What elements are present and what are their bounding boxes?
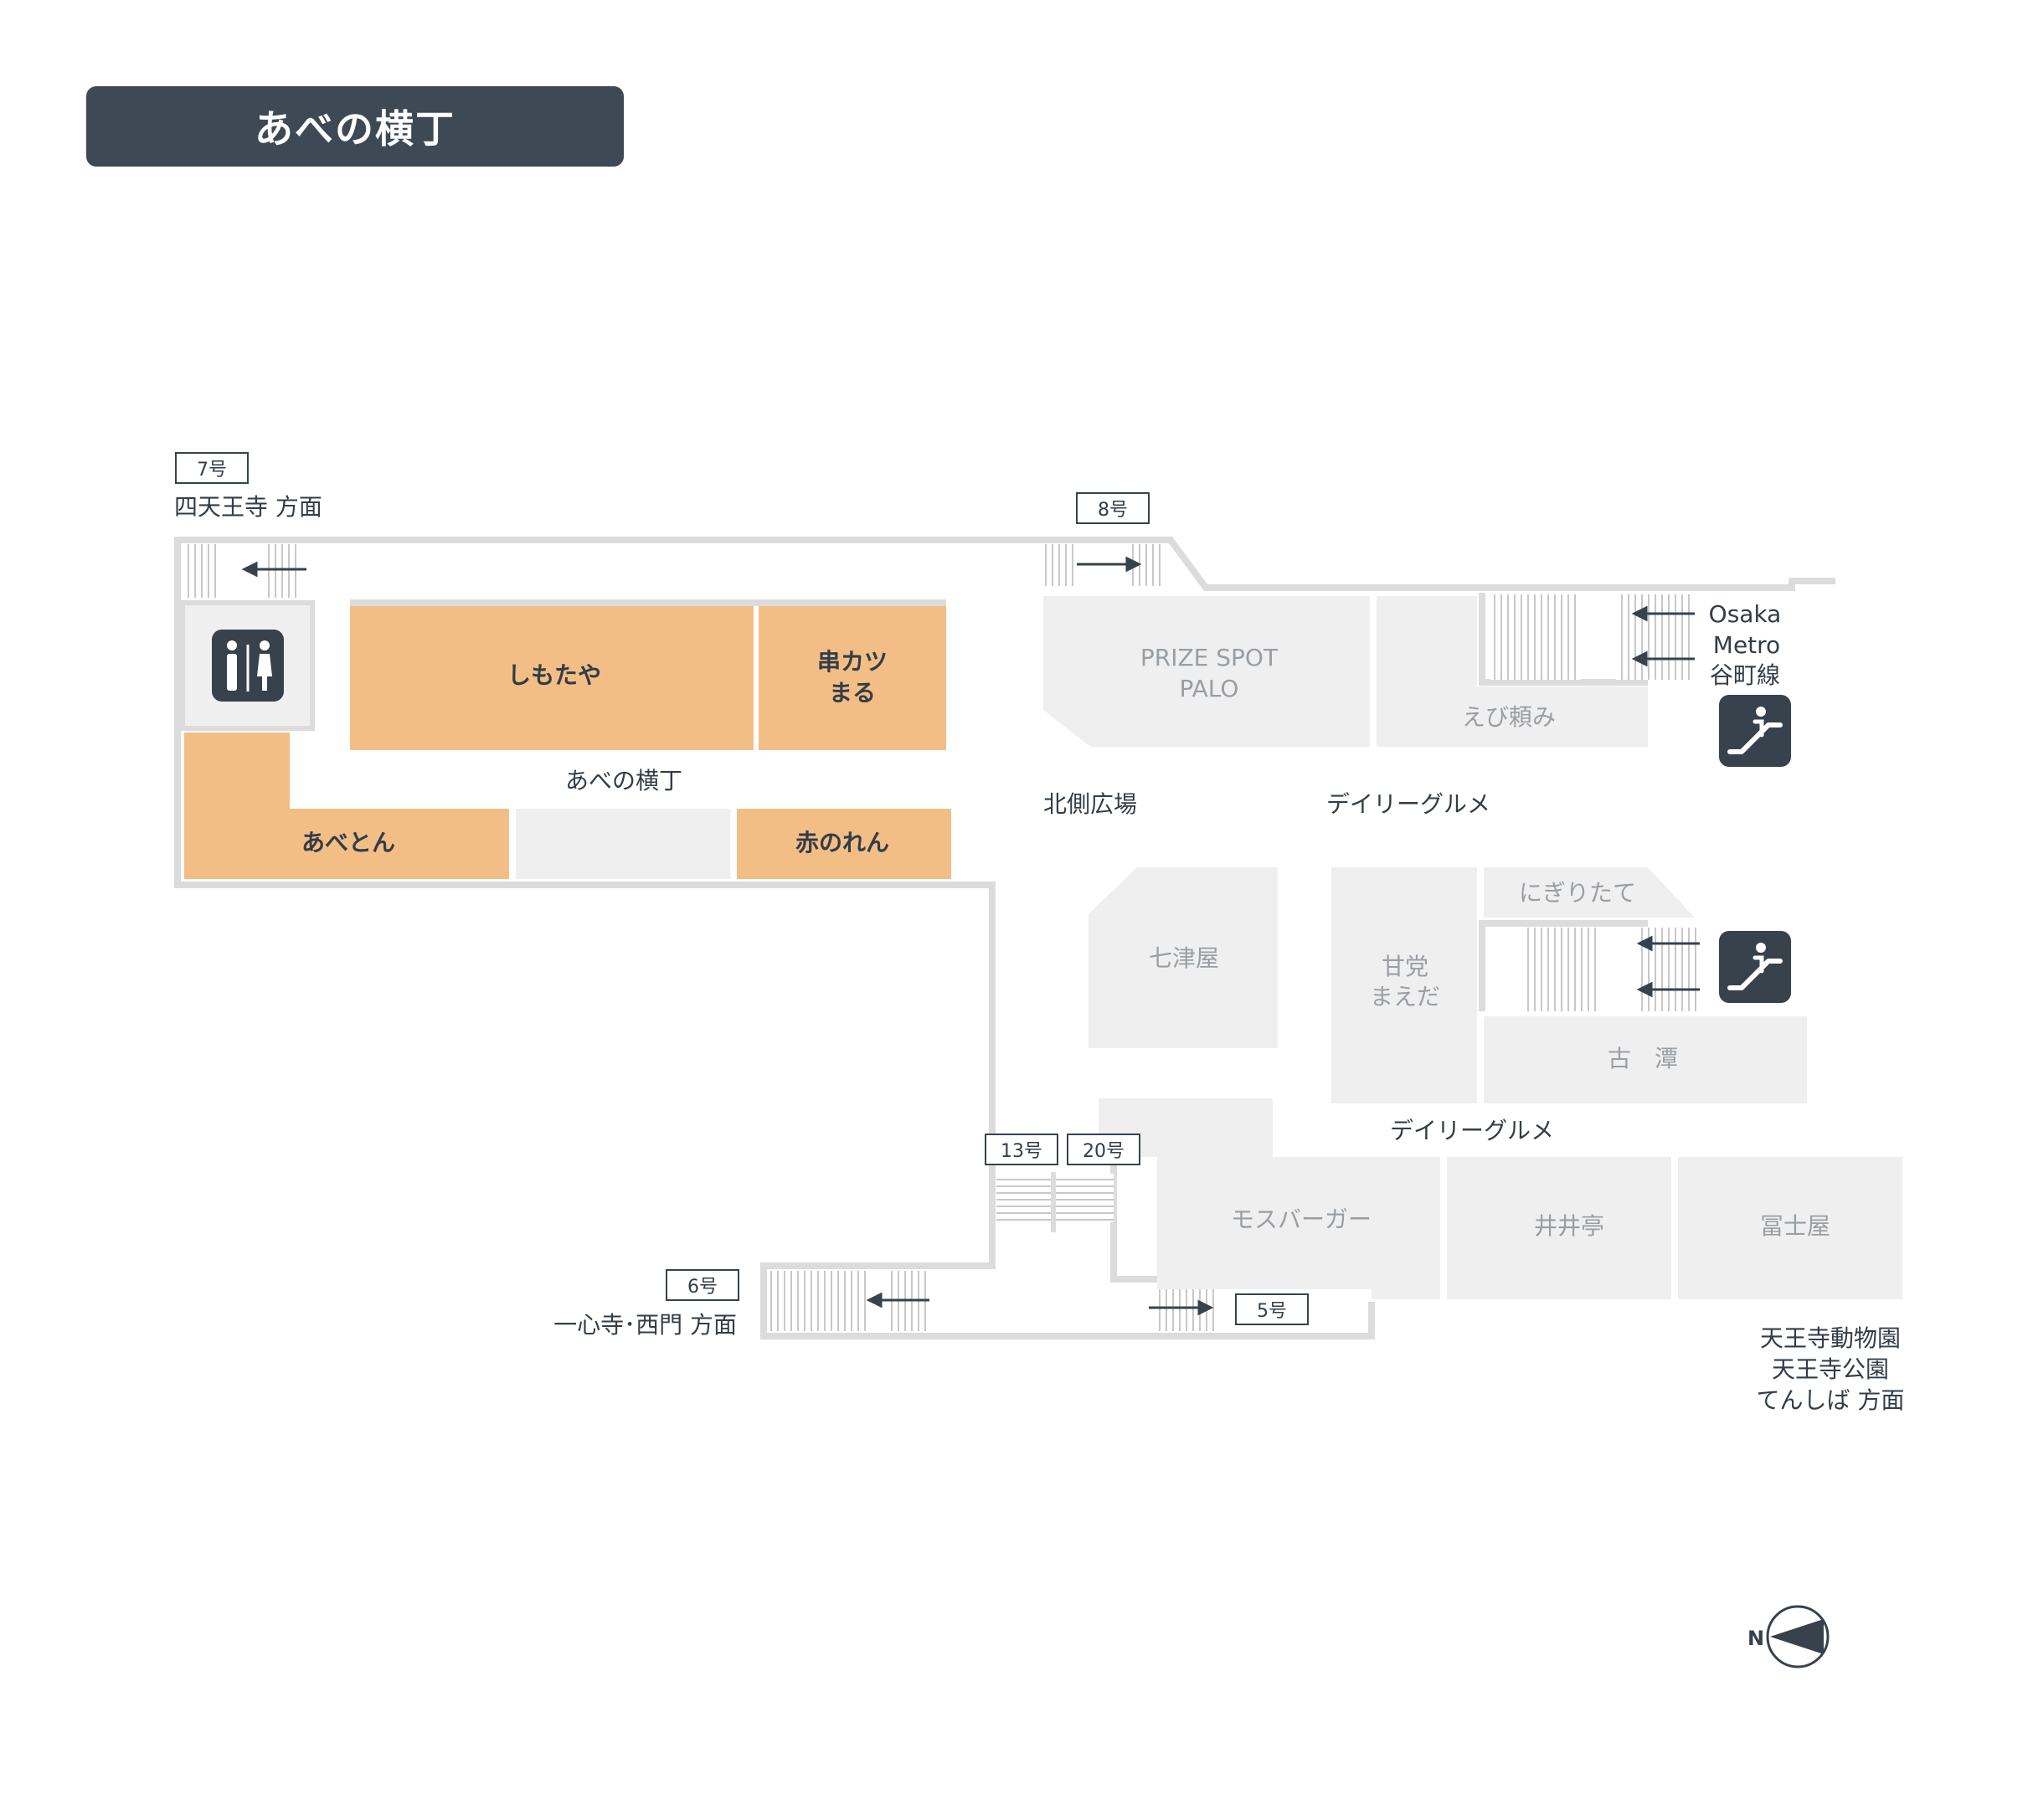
area-label-daily-2: デイリーグルメ — [1390, 1117, 1554, 1144]
store-kotan — [1484, 1016, 1807, 1103]
store-abeton — [184, 733, 509, 879]
store-label-prize-1: PRIZE SPOT — [1140, 644, 1279, 671]
store-mos — [1099, 1098, 1440, 1299]
arrow-right-5 — [1149, 1299, 1214, 1316]
store-label-mos: モスバーガー — [1231, 1206, 1372, 1233]
store-nigiri — [1484, 867, 1695, 918]
metro-label-2: Metro — [1713, 631, 1780, 659]
store-label-nanatsu: 七津屋 — [1149, 944, 1219, 972]
arrow-left-metro-1 — [1631, 605, 1695, 622]
page-title: あべの横丁 — [255, 106, 455, 152]
store-empty-unit — [516, 809, 730, 879]
store-label-amato-2: まえだ — [1370, 983, 1440, 1010]
header-banner: あべの横丁 — [86, 86, 624, 167]
exit-box-8 — [1076, 492, 1150, 524]
store-label-abeton: あべとん — [301, 829, 395, 856]
store-iitei — [1447, 1157, 1671, 1299]
store-label-nigiri: にぎりたて — [1519, 879, 1636, 907]
exit-box-7 — [175, 452, 249, 484]
store-ebi — [1377, 596, 1648, 747]
exit-dest-7: 四天王寺 方面 — [174, 493, 322, 521]
store-label-kotan: 古 潭 — [1608, 1045, 1678, 1072]
store-prize-spot — [1043, 596, 1370, 747]
exit-box-20 — [1067, 1134, 1140, 1165]
exit-number-7: 7号 — [197, 460, 227, 481]
exit-number-20: 20号 — [1083, 1141, 1125, 1162]
exit-number-5: 5号 — [1257, 1301, 1287, 1322]
escalator-icon — [1719, 695, 1791, 767]
exit-box-5 — [1235, 1293, 1309, 1325]
escalator-icon — [1719, 931, 1791, 1003]
compass-label: N — [1747, 1627, 1764, 1650]
store-label-akanoren: 赤のれん — [795, 829, 889, 856]
store-fujiya — [1678, 1157, 1902, 1299]
store-label-kushikatsu-1: 串カツ — [817, 648, 888, 676]
arrow-left-mid-1 — [1636, 935, 1700, 952]
arrow-right-8 — [1077, 556, 1142, 573]
store-nanatsu — [1089, 867, 1278, 1048]
featured-stores — [184, 599, 951, 879]
exit-number-6: 6号 — [687, 1277, 718, 1298]
stairs-6a — [769, 1271, 869, 1331]
stairs-group — [183, 544, 1700, 1331]
store-akanoren — [737, 809, 951, 879]
store-label-kushikatsu-2: まる — [829, 679, 876, 707]
stairs-metro-a — [1490, 594, 1581, 680]
arrow-left-6 — [866, 1292, 929, 1308]
other-stores — [516, 596, 1902, 1299]
dest-se-1: 天王寺動物園 — [1760, 1324, 1901, 1352]
exit-boxes — [175, 452, 1309, 1325]
direction-arrows — [241, 556, 1700, 1316]
stairs-metro-b — [1616, 594, 1691, 680]
dest-se-3: てんしば 方面 — [1757, 1386, 1905, 1414]
stairs-mid-a — [1524, 928, 1599, 1011]
store-label-ebi: えび頼み — [1462, 703, 1556, 731]
exit-box-13 — [985, 1134, 1058, 1165]
dest-se-2: 天王寺公園 — [1772, 1355, 1889, 1383]
store-label-prize-2: PALO — [1180, 675, 1239, 702]
stairs-7 — [183, 544, 221, 598]
store-label-shimotaya: しもたや — [507, 661, 601, 689]
exit-number-8: 8号 — [1098, 500, 1128, 521]
exit-number-13: 13号 — [1001, 1141, 1042, 1162]
arrow-left-mid-2 — [1636, 981, 1700, 998]
store-amato — [1331, 867, 1477, 1103]
metro-label-3: 谷町線 — [1710, 661, 1780, 689]
area-label-north-plaza: 北側広場 — [1043, 790, 1137, 818]
store-label-fujiya: 冨士屋 — [1760, 1212, 1830, 1240]
store-kushikatsu-maru — [759, 606, 946, 750]
stairs-7b — [268, 544, 301, 598]
metro-label-1: Osaka — [1709, 600, 1782, 628]
arrow-left-metro-2 — [1631, 650, 1695, 667]
north-compass-icon: N — [1747, 1605, 1830, 1668]
stairs-8a — [1043, 544, 1077, 586]
restroom-icon — [212, 630, 284, 702]
corridor-outline — [174, 537, 1835, 1339]
area-label-daily-1: デイリーグルメ — [1326, 790, 1490, 818]
store-label-iitei: 井井亭 — [1534, 1212, 1604, 1240]
store-label-amato-1: 甘党 — [1382, 953, 1428, 980]
exit-box-6 — [666, 1269, 739, 1301]
store-shimotaya — [350, 606, 754, 750]
exit-dest-6: 一心寺･西門 方面 — [553, 1311, 737, 1339]
area-label-yokocho: あべの横丁 — [565, 767, 682, 794]
arrow-left-7 — [241, 561, 306, 578]
